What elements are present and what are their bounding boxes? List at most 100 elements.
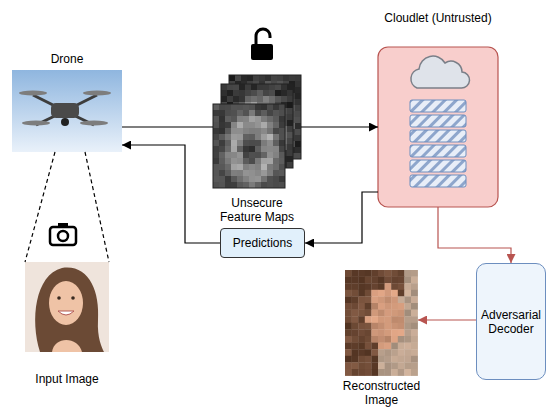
mosaic-pixel — [255, 182, 261, 188]
mosaic-pixel — [243, 116, 249, 122]
mosaic-pixel — [237, 170, 243, 176]
mosaic-pixel — [219, 182, 225, 188]
mosaic-pixel — [219, 110, 225, 116]
feature-map-border — [213, 104, 285, 188]
drone-camera — [61, 118, 69, 126]
cloud-icon — [411, 56, 470, 88]
mosaic-pixel — [378, 296, 385, 303]
mosaic-pixel — [257, 96, 263, 102]
mosaic-pixel — [345, 303, 352, 310]
mosaic-pixel — [352, 356, 359, 363]
mosaic-pixel — [358, 343, 365, 350]
mosaic-pixel — [345, 316, 352, 323]
mosaic-pixel — [273, 116, 279, 122]
mosaic-pixel — [411, 277, 418, 284]
mosaic-pixel — [371, 310, 378, 317]
mosaic-pixel — [249, 164, 255, 170]
mosaic-pixel — [249, 146, 255, 152]
mosaic-pixel — [385, 343, 392, 350]
mosaic-pixel — [398, 303, 405, 310]
mosaic-pixel — [219, 158, 225, 164]
mosaic-pixel — [239, 90, 245, 96]
mosaic-pixel — [243, 146, 249, 152]
camera-lens — [58, 231, 68, 241]
mosaic-pixel — [231, 164, 237, 170]
mosaic-pixel — [213, 164, 219, 170]
drone-rotor — [22, 121, 50, 126]
mosaic-pixel — [219, 146, 225, 152]
server-slat — [410, 115, 466, 127]
mosaic-pixel — [267, 182, 273, 188]
mosaic-pixel — [269, 96, 275, 102]
mosaic-pixel — [385, 336, 392, 343]
mosaic-pixel — [251, 84, 257, 90]
mosaic-pixel — [404, 283, 411, 290]
mosaic-pixel — [345, 349, 352, 356]
mosaic-pixel — [237, 140, 243, 146]
mosaic-pixel — [391, 290, 398, 297]
mosaic-pixel — [378, 336, 385, 343]
mosaic-pixel — [221, 96, 227, 102]
mosaic-pixel — [378, 316, 385, 323]
node-caption: Cloudlet (Untrusted) — [363, 11, 513, 25]
mosaic-pixel — [261, 104, 267, 110]
mosaic-pixel — [249, 116, 255, 122]
mosaic-pixel — [267, 176, 273, 182]
mosaic-pixel — [267, 128, 273, 134]
mosaic-pixel — [391, 336, 398, 343]
mosaic-pixel — [269, 90, 275, 96]
mosaic-pixel — [225, 158, 231, 164]
mosaic-pixel — [345, 362, 352, 369]
mosaic-pixel — [352, 362, 359, 369]
mosaic-pixel — [261, 134, 267, 140]
mosaic-pixel — [385, 369, 392, 376]
mosaic-pixel — [411, 349, 418, 356]
mosaic-pixel — [287, 156, 293, 162]
mosaic-pixel — [398, 296, 405, 303]
mosaic-pixel — [378, 362, 385, 369]
server-slat — [410, 145, 466, 157]
mosaic-pixel — [213, 116, 219, 122]
mosaic-pixel — [237, 158, 243, 164]
mosaic-pixel — [398, 336, 405, 343]
mosaic-pixel — [385, 290, 392, 297]
mosaic-pixel — [279, 128, 285, 134]
mosaic-pixel — [358, 270, 365, 277]
mosaic-pixel — [385, 296, 392, 303]
mosaic-pixel — [255, 104, 261, 110]
mosaic-pixel — [371, 349, 378, 356]
mosaic-pixel — [378, 349, 385, 356]
mosaic-pixel — [267, 110, 273, 116]
mosaic-pixel — [411, 362, 418, 369]
mosaic-pixel — [352, 277, 359, 284]
mosaic-pixel — [287, 102, 293, 108]
mosaic-pixel — [249, 104, 255, 110]
mosaic-pixel — [345, 343, 352, 350]
mosaic-pixel — [213, 122, 219, 128]
mosaic-pixel — [398, 277, 405, 284]
mosaic-pixel — [261, 164, 267, 170]
mosaic-pixel — [213, 128, 219, 134]
mosaic-pixel — [243, 176, 249, 182]
mosaic-pixel — [251, 96, 257, 102]
mosaic-pixel — [233, 90, 239, 96]
mosaic-pixel — [279, 116, 285, 122]
mosaic-pixel — [219, 140, 225, 146]
mosaic-pixel — [231, 176, 237, 182]
mosaic-pixel — [267, 170, 273, 176]
connector — [301, 126, 378, 127]
mosaic-pixel — [219, 134, 225, 140]
mosaic-pixel — [289, 75, 295, 81]
mosaic-pixel — [273, 122, 279, 128]
mosaic-pixel — [213, 182, 219, 188]
mosaic-pixel — [255, 134, 261, 140]
mosaic-pixel — [391, 329, 398, 336]
mosaic-pixel — [273, 176, 279, 182]
mosaic-pixel — [371, 329, 378, 336]
mosaic-pixel — [261, 110, 267, 116]
mosaic-pixel — [345, 270, 352, 277]
mosaic-pixel — [365, 336, 372, 343]
camera-body — [50, 227, 76, 245]
mosaic-pixel — [411, 310, 418, 317]
mosaic-pixel — [225, 146, 231, 152]
